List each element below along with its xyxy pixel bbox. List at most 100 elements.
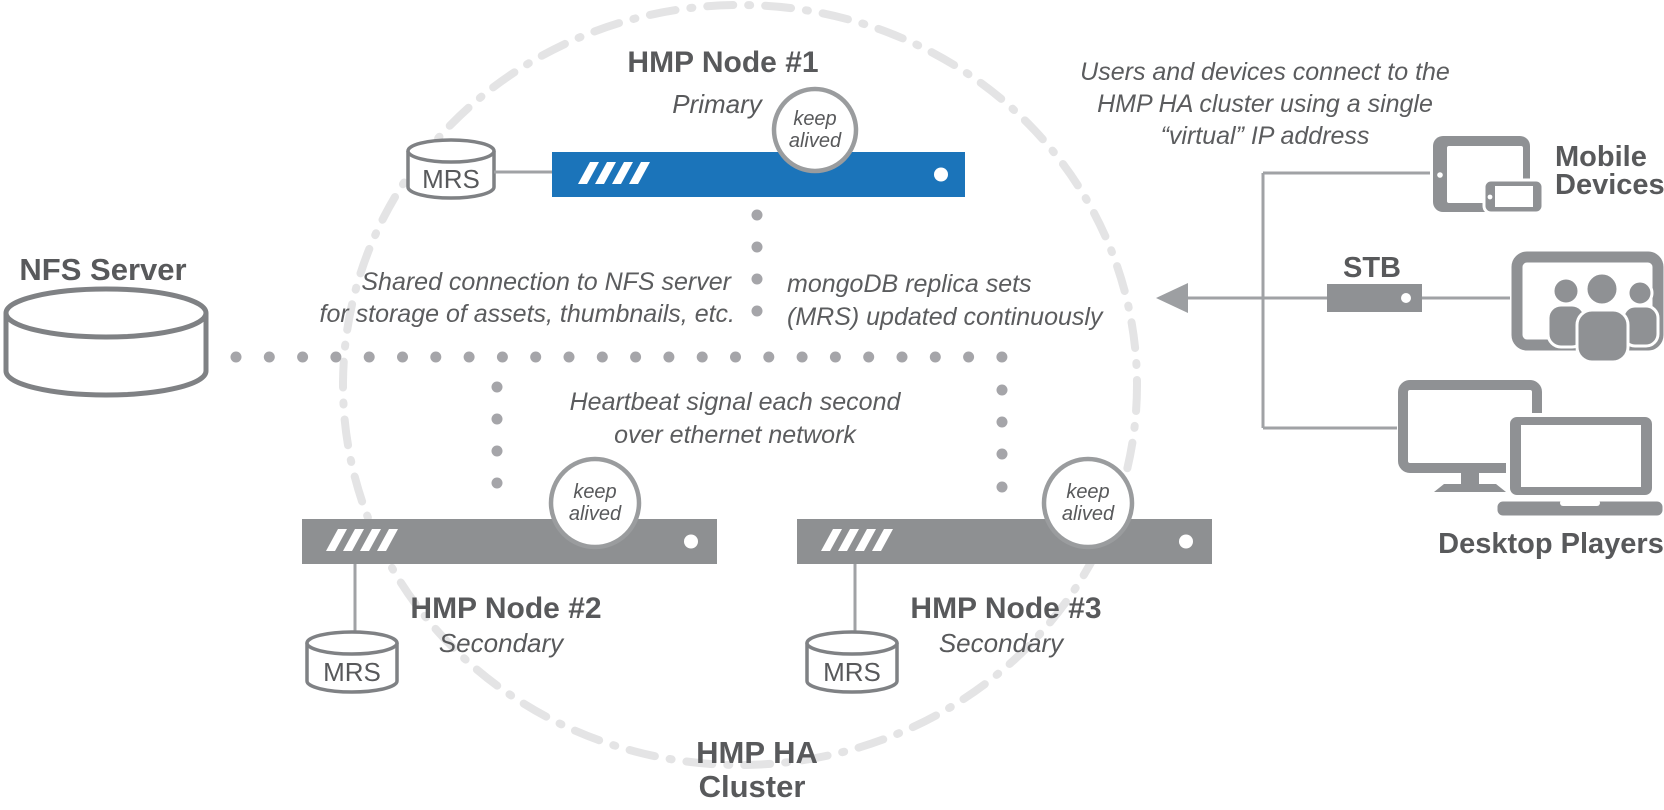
node3-server-bar bbox=[797, 519, 1212, 564]
heartbeat-line2: over ethernet network bbox=[614, 421, 857, 449]
mobile-devices: Mobile Devices bbox=[1433, 136, 1664, 215]
node3-keepalived-line1: keep bbox=[1066, 481, 1109, 503]
annotation-virtual-ip: Users and devices connect to the HMP HA … bbox=[1080, 58, 1450, 150]
connection-dot bbox=[463, 351, 475, 363]
connection-dot bbox=[730, 351, 741, 363]
node1-power-led bbox=[934, 167, 948, 182]
cluster-caption-line2: Cluster bbox=[699, 769, 806, 804]
connection-dot bbox=[763, 351, 775, 363]
connection-dot bbox=[829, 351, 841, 363]
annotation-shared-nfs: Shared connection to NFS server for stor… bbox=[320, 268, 735, 328]
connection-dot bbox=[363, 351, 375, 363]
nfs-server: NFS Server bbox=[3, 252, 209, 398]
nfs-server-label: NFS Server bbox=[19, 252, 186, 287]
hmp-node-1: HMP Node #1 Primary MRS keep alived bbox=[406, 46, 965, 200]
node3-mrs-cylinder: MRS bbox=[805, 630, 899, 694]
virtual-ip-line3: “virtual” IP address bbox=[1161, 122, 1370, 150]
connection-dot bbox=[751, 273, 763, 285]
heartbeat-line1: Heartbeat signal each second bbox=[570, 388, 902, 416]
desktop-players: Desktop Players bbox=[1398, 380, 1664, 560]
cluster-caption: HMP HA Cluster bbox=[696, 735, 818, 804]
node3-mrs-label: MRS bbox=[823, 657, 881, 687]
connection-dot bbox=[996, 448, 1008, 460]
tv-audience-icon bbox=[1511, 251, 1664, 364]
cluster-caption-line1: HMP HA bbox=[696, 735, 818, 770]
connection-dot bbox=[491, 413, 503, 425]
connection-dot bbox=[996, 481, 1008, 493]
node2-title: HMP Node #2 bbox=[410, 592, 601, 625]
connection-dot bbox=[491, 381, 503, 393]
virtual-ip-line2: HMP HA cluster using a single bbox=[1097, 90, 1433, 118]
connection-dot bbox=[863, 351, 875, 363]
laptop-icon bbox=[1494, 413, 1664, 519]
connection-dot bbox=[996, 416, 1008, 428]
connection-dot bbox=[563, 351, 575, 363]
mongo-line1: mongoDB replica sets bbox=[787, 270, 1032, 298]
node2-role: Secondary bbox=[439, 628, 565, 658]
cluster-boundary-ellipse bbox=[339, 1, 1141, 769]
dotted-connections bbox=[230, 209, 1008, 493]
node3-keepalived-line2: alived bbox=[1062, 503, 1115, 525]
node2-power-led bbox=[684, 534, 698, 549]
shared-line2: for storage of assets, thumbnails, etc. bbox=[320, 300, 735, 328]
connection-dot bbox=[496, 351, 508, 363]
stb-label: STB bbox=[1343, 252, 1401, 284]
node1-keepalived-line2: alived bbox=[789, 130, 842, 152]
annotation-mongo: mongoDB replica sets (MRS) updated conti… bbox=[787, 270, 1104, 331]
connection-dot bbox=[751, 209, 763, 221]
hmp-node-3: keep alived HMP Node #3 Secondary MRS bbox=[797, 456, 1212, 694]
connection-dot bbox=[263, 351, 275, 363]
smartphone-icon bbox=[1482, 178, 1545, 215]
annotation-heartbeat: Heartbeat signal each second over ethern… bbox=[570, 388, 902, 449]
connection-dot bbox=[696, 351, 708, 363]
stb-group: STB bbox=[1327, 251, 1664, 364]
connection-dot bbox=[596, 351, 608, 363]
node1-server-bar bbox=[552, 152, 965, 197]
node3-vent-slashes-icon bbox=[821, 529, 893, 551]
mobile-devices-label-line2: Devices bbox=[1555, 169, 1664, 201]
desktop-players-label: Desktop Players bbox=[1438, 528, 1664, 560]
node3-role: Secondary bbox=[939, 628, 1065, 658]
connection-dot bbox=[796, 351, 808, 363]
connection-dot bbox=[630, 351, 642, 363]
mobile-devices-label-line1: Mobile bbox=[1555, 141, 1647, 173]
node3-title: HMP Node #3 bbox=[910, 592, 1101, 625]
virtual-ip-line1: Users and devices connect to the bbox=[1080, 58, 1450, 86]
stb-box-icon bbox=[1327, 284, 1422, 312]
node2-mrs-label: MRS bbox=[323, 657, 381, 687]
nfs-cylinder-icon bbox=[3, 286, 209, 398]
connection-dot bbox=[297, 351, 309, 363]
connection-dot bbox=[663, 351, 675, 363]
node1-mrs-cylinder: MRS bbox=[406, 138, 496, 200]
node1-keepalived-badge: keep alived bbox=[771, 86, 859, 174]
connection-dot bbox=[996, 351, 1008, 363]
node1-title: HMP Node #1 bbox=[627, 46, 818, 79]
connection-dot bbox=[530, 351, 542, 363]
connection-dot bbox=[430, 351, 442, 363]
node2-keepalived-badge: keep alived bbox=[548, 456, 642, 550]
mongo-line2: (MRS) updated continuously bbox=[787, 303, 1104, 331]
node2-vent-slashes-icon bbox=[326, 529, 398, 551]
hmp-node-2: keep alived HMP Node #2 Secondary MRS bbox=[302, 456, 717, 694]
node1-vent-slashes-icon bbox=[578, 162, 650, 184]
node2-server-bar bbox=[302, 519, 717, 564]
connection-dot bbox=[929, 351, 941, 363]
connection-dot bbox=[996, 384, 1008, 396]
connection-dot bbox=[751, 305, 763, 317]
node1-keepalived-line1: keep bbox=[793, 108, 836, 130]
node1-mrs-label: MRS bbox=[422, 164, 480, 194]
connection-dot bbox=[397, 351, 408, 363]
connection-dot bbox=[491, 477, 503, 489]
connection-dot bbox=[230, 351, 242, 363]
connection-dot bbox=[330, 351, 342, 363]
virtual-ip-arrowhead-icon bbox=[1156, 283, 1188, 313]
connection-dot bbox=[491, 445, 503, 457]
node1-role: Primary bbox=[672, 89, 764, 119]
connection-dot bbox=[896, 351, 908, 363]
connection-dot bbox=[751, 241, 763, 253]
node3-keepalived-badge: keep alived bbox=[1041, 456, 1135, 550]
node3-power-led bbox=[1179, 534, 1193, 549]
node2-keepalived-line2: alived bbox=[569, 503, 622, 525]
shared-line1: Shared connection to NFS server bbox=[361, 268, 732, 296]
